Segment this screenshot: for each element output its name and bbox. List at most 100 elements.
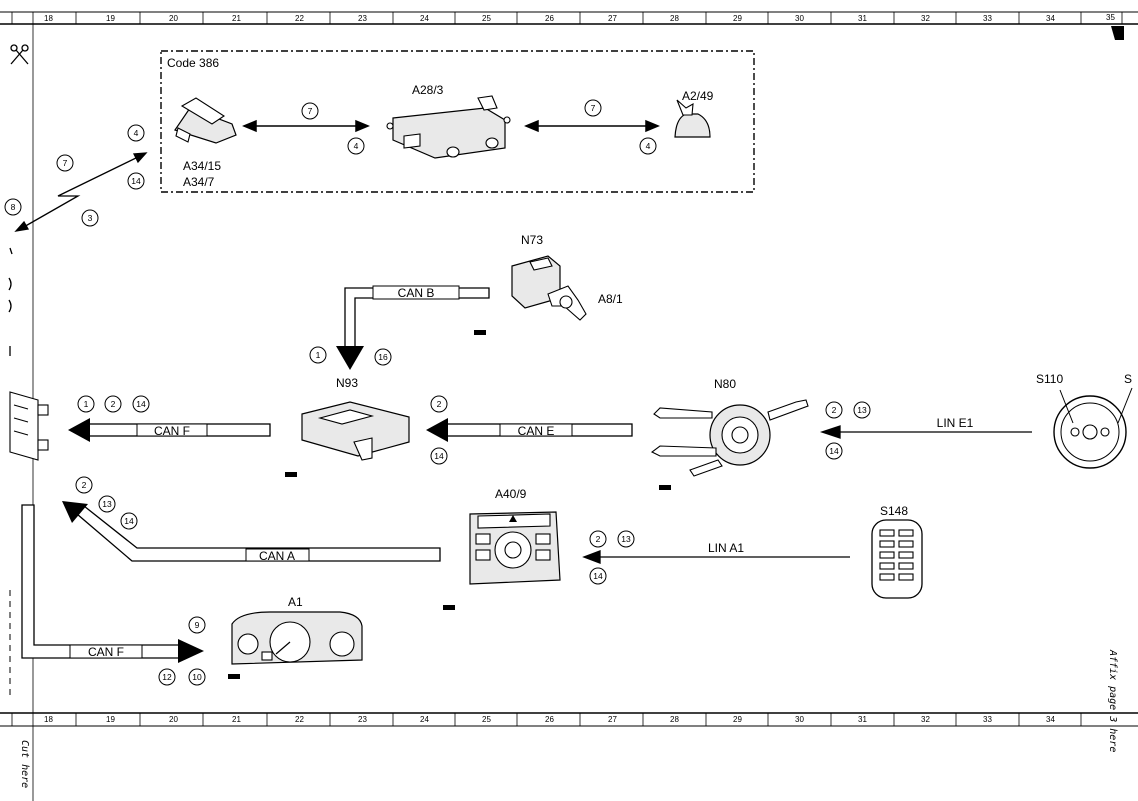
can-f-bottom-label-box (69, 644, 143, 659)
bottom-ruler (11, 713, 1082, 726)
can-e-label: CAN E (518, 424, 555, 438)
link-a28-a2-arrow (524, 119, 660, 133)
a28-3-module (386, 95, 511, 159)
can-f-bottom-bus (21, 504, 204, 663)
ruler-bottom-26: 26 (545, 715, 554, 724)
marker-4: 4 (347, 137, 365, 155)
n73-label: N73 (521, 233, 543, 247)
can-b-label: CAN B (398, 286, 435, 300)
a34-15-label: A34/15 (183, 159, 221, 173)
corner-tab-icon (1111, 26, 1124, 40)
marker-number: 4 (646, 141, 651, 151)
ruler-bottom-29: 29 (733, 715, 742, 724)
ruler-bottom-22: 22 (295, 715, 304, 724)
marker-number: 14 (136, 399, 146, 409)
ruler-bottom-31: 31 (858, 715, 867, 724)
s148-label: S148 (880, 504, 908, 518)
ruler-top-26: 26 (545, 14, 554, 23)
marker-2: 2 (75, 476, 93, 494)
s148-keypad (871, 519, 923, 599)
ruler-top-18: 18 (44, 14, 53, 23)
ruler-bottom-33: 33 (983, 715, 992, 724)
marker-number: 13 (621, 534, 631, 544)
marker-number: 14 (829, 446, 839, 456)
can-f-top-label-box (136, 423, 208, 437)
ruler-bottom-19: 19 (106, 715, 115, 724)
marker-number: 1 (84, 399, 89, 409)
a8-1-label: A8/1 (598, 292, 623, 306)
ruler-top-22: 22 (295, 14, 304, 23)
marker-14: 14 (120, 512, 138, 530)
marker-number: 14 (124, 516, 134, 526)
ruler-top-27: 27 (608, 14, 617, 23)
cut-here-label: Cut here (19, 740, 30, 788)
marker-number: 13 (102, 499, 112, 509)
marker-3: 3 (81, 209, 99, 227)
lin-e1-label: LIN E1 (937, 416, 974, 430)
ruler-bottom-30: 30 (795, 715, 804, 724)
marker-4: 4 (639, 137, 657, 155)
n93-label: N93 (336, 376, 358, 390)
marker-number: 14 (131, 176, 141, 186)
ruler-bottom-24: 24 (420, 715, 429, 724)
a1-instrument-cluster (231, 611, 363, 665)
ruler-top-33: 33 (983, 14, 992, 23)
a34-7-label: A34/7 (183, 175, 215, 189)
ruler-top-21: 21 (232, 14, 241, 23)
bottom-ruler-labels: 18 19 20 21 22 23 24 25 26 27 28 29 30 3… (44, 715, 1055, 724)
reference-hand-icon (474, 330, 486, 335)
top-ruler (11, 12, 1082, 24)
reference-hand-icon (228, 674, 240, 679)
code-386-title: Code 386 (167, 56, 219, 70)
can-b-bus (336, 287, 490, 370)
ruler-bottom-28: 28 (670, 715, 679, 724)
can-b-label-box (372, 285, 460, 300)
marker-number: 9 (195, 620, 200, 630)
marker-number: 14 (434, 451, 444, 461)
marker-10: 10 (188, 668, 206, 686)
ruler-top-35: 35 (1106, 13, 1115, 22)
marker-number: 10 (192, 672, 202, 682)
a40-9-display-panel (469, 511, 561, 585)
marker-14: 14 (430, 447, 448, 465)
n80-steering-column-module (650, 399, 809, 477)
top-ruler-labels: 18 19 20 21 22 23 24 25 26 27 28 29 30 3… (44, 13, 1115, 23)
ruler-bottom-20: 20 (169, 715, 178, 724)
reference-icons (228, 330, 671, 679)
marker-number: 2 (82, 480, 87, 490)
marker-2: 2 (589, 530, 607, 548)
n73-ignition-switch (511, 255, 587, 321)
a34-15-phone-cradle (174, 97, 237, 144)
ruler-top-24: 24 (420, 14, 429, 23)
marker-1: 1 (77, 395, 95, 413)
marker-14: 14 (825, 442, 843, 460)
ruler-top-29: 29 (733, 14, 742, 23)
marker-13: 13 (853, 401, 871, 419)
ruler-bottom-34: 34 (1046, 715, 1055, 724)
marker-13: 13 (98, 495, 116, 513)
a2-49-label: A2/49 (682, 89, 714, 103)
marker-number: 12 (162, 672, 172, 682)
lin-e1-bus (819, 425, 1032, 439)
marker-7: 7 (301, 102, 319, 120)
scissors-icon (10, 44, 29, 65)
s110-label: S110 (1036, 372, 1063, 386)
can-e-label-box (499, 423, 573, 437)
ruler-top-25: 25 (482, 14, 491, 23)
marker-number: 7 (591, 103, 596, 113)
marker-number: 13 (857, 405, 867, 415)
ruler-bottom-21: 21 (232, 715, 241, 724)
marker-13: 13 (617, 530, 635, 548)
can-a-label-box (245, 548, 310, 562)
n80-label: N80 (714, 377, 736, 391)
marker-number: 8 (11, 202, 16, 212)
affix-here-label: Affix page 3 here (1107, 649, 1118, 752)
lin-a1-label: LIN A1 (708, 541, 744, 555)
can-f-top-label: CAN F (154, 424, 190, 438)
can-a-label: CAN A (259, 549, 295, 563)
ruler-top-32: 32 (921, 14, 930, 23)
marker-8: 8 (4, 198, 22, 216)
marker-14: 14 (127, 172, 145, 190)
marker-circles: 7 4 7 4 4 7 14 8 3 1 16 1 2 14 2 14 2 13… (4, 99, 871, 686)
link-a34-a28-arrow (242, 119, 370, 133)
